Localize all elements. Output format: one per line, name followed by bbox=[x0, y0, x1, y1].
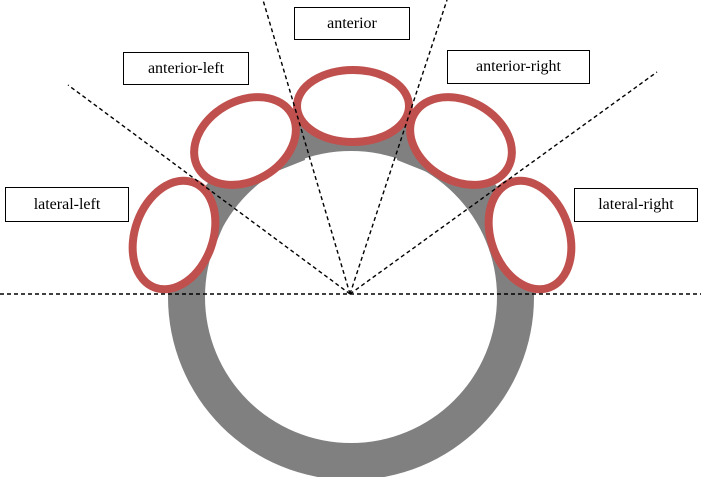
label-anterior-text: anterior bbox=[327, 14, 377, 32]
label-lateral-left-text: lateral-left bbox=[33, 195, 101, 213]
label-anterior-left: anterior-left bbox=[123, 52, 249, 85]
ray-lateral-right bbox=[349, 71, 658, 295]
label-anterior: anterior bbox=[294, 7, 410, 40]
label-lateral-right: lateral-right bbox=[574, 188, 698, 222]
ellipse-lateral-right bbox=[484, 176, 576, 294]
ellipse-anterior bbox=[293, 66, 413, 146]
ellipse-anterior-right bbox=[406, 93, 516, 189]
ellipse-lateral-left bbox=[128, 176, 220, 294]
reference-lines bbox=[0, 0, 701, 295]
label-anterior-right: anterior-right bbox=[447, 50, 590, 84]
ray-anterior-right bbox=[349, 0, 448, 295]
cross-sections bbox=[128, 66, 576, 294]
ray-lateral-left bbox=[67, 84, 351, 295]
label-lateral-left: lateral-left bbox=[5, 187, 129, 222]
label-anterior-right-text: anterior-right bbox=[476, 58, 561, 75]
label-lateral-right-text: lateral-right bbox=[598, 196, 674, 213]
label-anterior-left-text: anterior-left bbox=[147, 59, 225, 77]
ray-anterior-left bbox=[262, 0, 351, 295]
ellipse-anterior-left bbox=[190, 93, 300, 189]
